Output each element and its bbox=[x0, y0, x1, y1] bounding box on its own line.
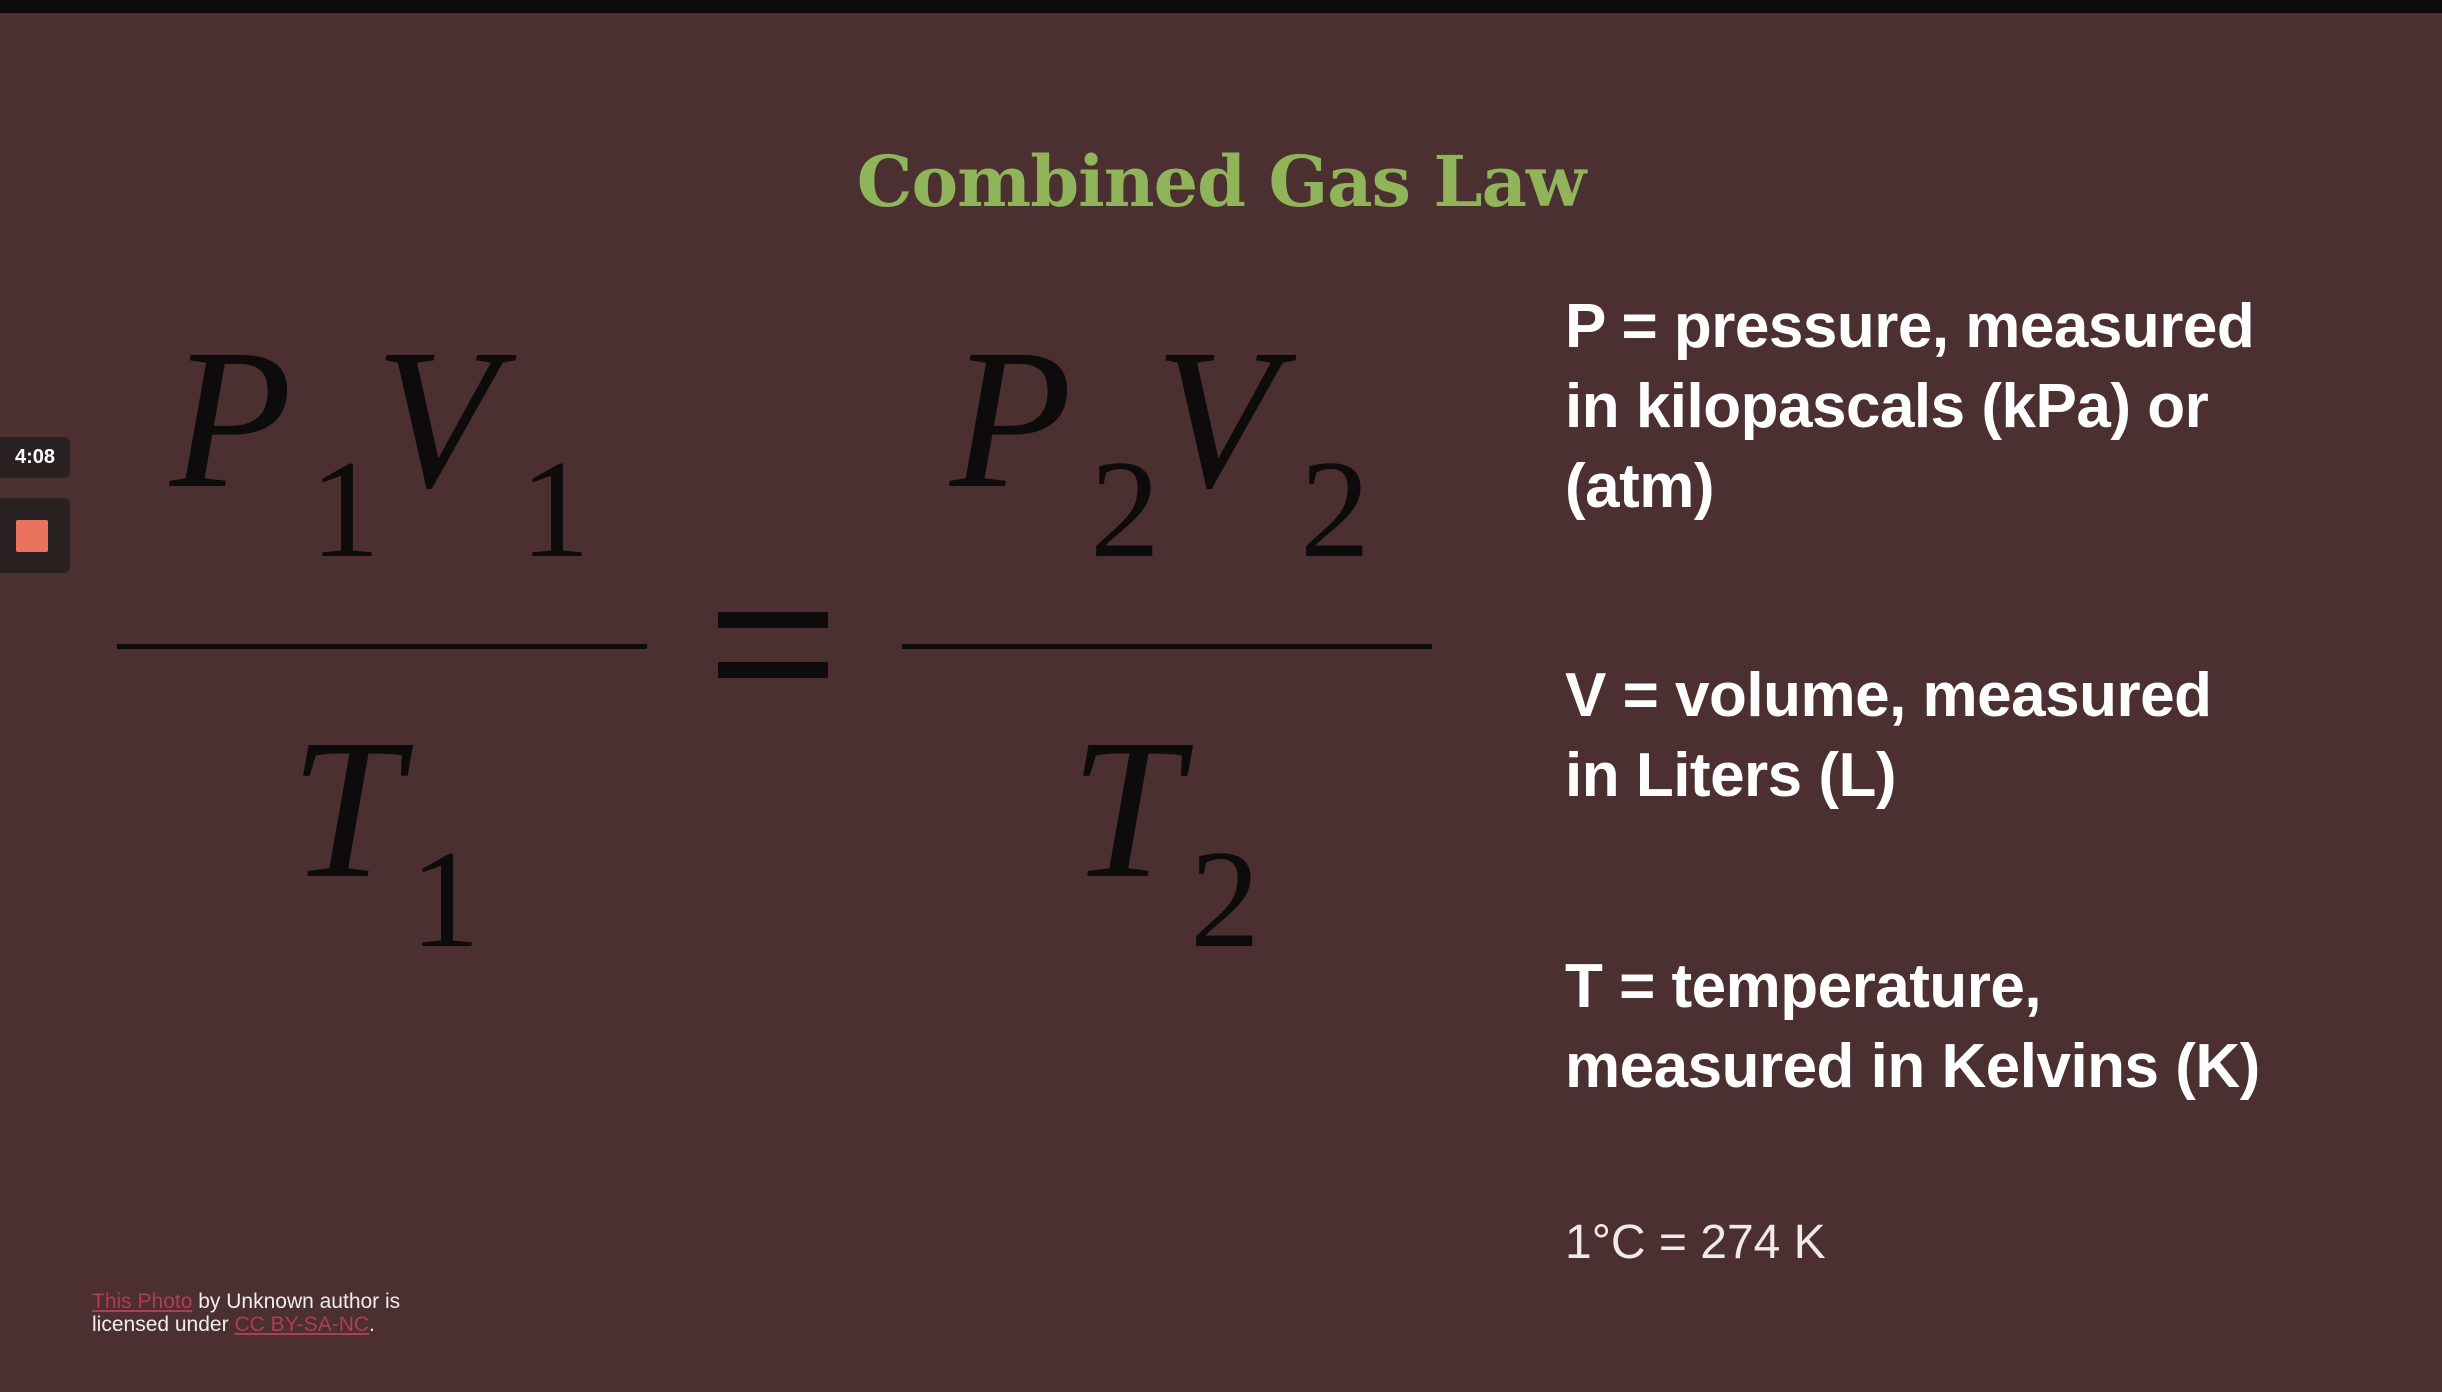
credit-text: . bbox=[369, 1313, 375, 1336]
fraction-bar-left bbox=[117, 644, 647, 649]
p2: P bbox=[950, 309, 1073, 530]
p1-sub: 1 bbox=[310, 432, 380, 587]
t2: T bbox=[1070, 699, 1182, 920]
def-line: in Liters (L) bbox=[1565, 741, 1897, 810]
t1: T bbox=[290, 699, 402, 920]
def-line: in kilopascals (kPa) or bbox=[1565, 372, 2209, 441]
top-bar bbox=[0, 0, 2442, 13]
def-line: V = volume, measured bbox=[1565, 661, 2212, 730]
photo-credit: This Photo by Unknown author is licensed… bbox=[92, 1290, 400, 1336]
recording-timer: 4:08 bbox=[0, 437, 70, 478]
v2: V bbox=[1155, 309, 1278, 530]
stop-recording-button[interactable] bbox=[0, 498, 70, 573]
credit-text: by Unknown author is bbox=[192, 1290, 401, 1313]
definition-temperature: T = temperature, measured in Kelvins (K) bbox=[1565, 947, 2260, 1107]
def-line: measured in Kelvins (K) bbox=[1565, 1032, 2260, 1101]
v1-sub: 1 bbox=[520, 432, 590, 587]
v2-sub: 2 bbox=[1300, 432, 1370, 587]
photo-link[interactable]: This Photo bbox=[92, 1290, 193, 1313]
equals-sign bbox=[718, 612, 828, 682]
credit-text: licensed under bbox=[92, 1313, 235, 1336]
v1: V bbox=[375, 309, 498, 530]
license-link[interactable]: CC BY-SA-NC bbox=[234, 1313, 370, 1336]
fraction-bar-right bbox=[902, 644, 1432, 649]
p2-sub: 2 bbox=[1090, 432, 1160, 587]
t1-sub: 1 bbox=[410, 822, 480, 977]
def-line: P = pressure, measured bbox=[1565, 292, 2255, 361]
conversion-note: 1°C = 274 K bbox=[1565, 1216, 1826, 1269]
definition-pressure: P = pressure, measured in kilopascals (k… bbox=[1565, 287, 2255, 527]
def-line: (atm) bbox=[1565, 452, 1715, 521]
definition-volume: V = volume, measured in Liters (L) bbox=[1565, 656, 2212, 816]
t2-sub: 2 bbox=[1190, 822, 1260, 977]
p1: P bbox=[170, 309, 293, 530]
def-line: T = temperature, bbox=[1565, 952, 2042, 1021]
slide-title: Combined Gas Law bbox=[856, 140, 1587, 223]
stop-icon bbox=[16, 520, 48, 552]
